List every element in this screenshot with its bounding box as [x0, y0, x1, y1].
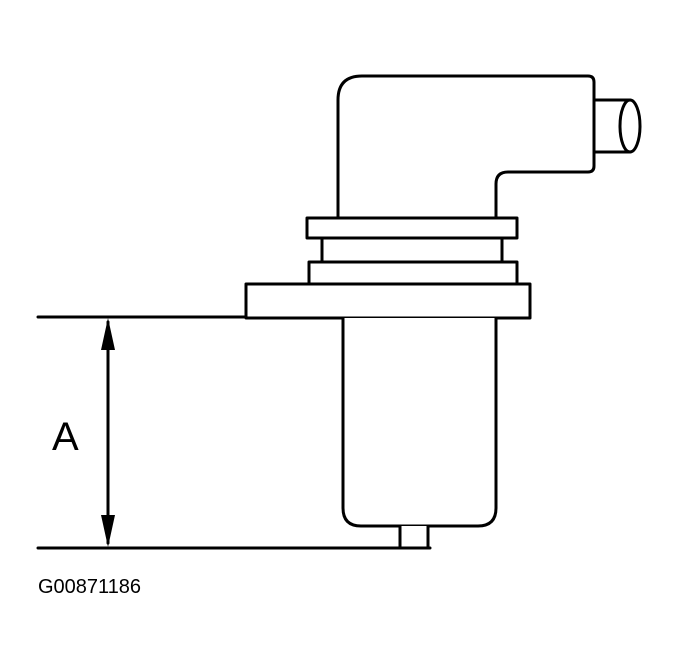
dimension-arrow-down	[101, 515, 115, 547]
connector-housing	[336, 74, 596, 220]
dimension-label: A	[52, 415, 79, 459]
lower-collar	[307, 260, 519, 286]
dimension-arrow-up	[101, 318, 115, 350]
sensor-body	[341, 318, 498, 528]
collar-neck	[320, 236, 504, 264]
sensor-tip	[398, 526, 430, 550]
cable-end	[618, 98, 642, 154]
mounting-flange	[244, 282, 532, 320]
upper-collar	[305, 216, 519, 240]
figure-id: G00871186	[38, 576, 141, 598]
